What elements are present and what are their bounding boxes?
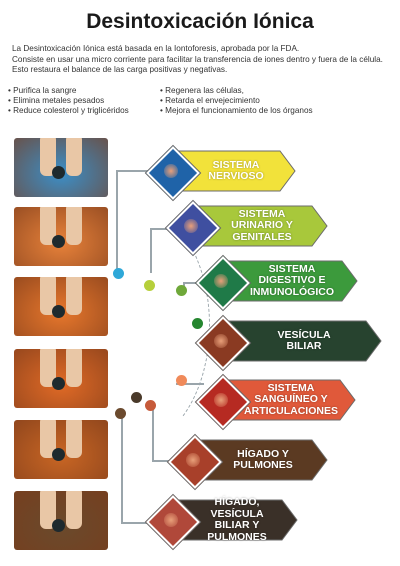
system-label-line: HÍGADO, [214, 496, 260, 508]
page-title: Desintoxicación Iónica [86, 10, 314, 33]
ionic-device-icon [52, 448, 65, 461]
foot [66, 207, 82, 245]
ionic-device-icon [52, 305, 65, 318]
foot-bath-photo [14, 138, 108, 197]
foot [40, 349, 56, 387]
organ-image-icon [214, 334, 228, 348]
foot [40, 277, 56, 315]
organ-image-icon [184, 219, 198, 233]
benefits-right-list: • Regenera las células, • Retarda el env… [160, 86, 313, 117]
system-label-line: INMUNOLÓGICO [250, 285, 334, 298]
system-label-line: PULMONES [233, 459, 293, 471]
color-dot [144, 280, 155, 291]
benefit-item: • Reduce colesterol y triglicéridos [8, 106, 129, 116]
benefits-left-list: • Purifica la sangre • Elimina metales p… [8, 86, 129, 117]
color-dot [192, 318, 203, 329]
benefit-item: • Retarda el envejecimiento [160, 96, 260, 106]
color-dot [115, 408, 126, 419]
foot [66, 491, 82, 529]
system-label-line: PULMONES [207, 530, 267, 543]
connector-line [152, 460, 174, 462]
intro-line: Esto restaura el balance de las carga po… [12, 65, 228, 74]
intro-text: La Desintoxicación Iónica está basada en… [12, 44, 392, 76]
organ-image-icon [214, 393, 228, 407]
system-label-line: VESÍCULA [277, 328, 331, 341]
system-label-line: SISTEMA [268, 262, 316, 275]
system-label-line: VESÍCULA BILIAR Y [210, 507, 264, 531]
foot [66, 349, 82, 387]
organ-image-icon [164, 513, 178, 527]
foot-bath-photo [14, 420, 108, 479]
benefit-item: • Purifica la sangre [8, 86, 77, 95]
system-label-line: HÍGADO Y [237, 447, 289, 460]
system-label-line: URINARIO Y [231, 219, 293, 232]
benefit-item: • Elimina metales pesados [8, 96, 105, 106]
connector-line [116, 170, 150, 172]
ionic-device-icon [52, 519, 65, 532]
color-dot [176, 285, 187, 296]
system-label-line: SISTEMA [212, 158, 260, 171]
system-label-line: ARTICULACIONES [244, 404, 338, 417]
connector-line [121, 522, 149, 524]
connector-line [121, 412, 123, 522]
dashed-arc [58, 205, 210, 445]
foot [40, 491, 56, 529]
intro-line: La Desintoxicación Iónica está basada en… [12, 44, 300, 53]
system-label-line: NERVIOSO [208, 170, 264, 182]
foot-bath-photo [14, 349, 108, 408]
organ-image-icon [214, 274, 228, 288]
foot [66, 277, 82, 315]
system-label-line: GENITALES [232, 230, 292, 243]
color-dot [145, 400, 156, 411]
intro-line: Consiste en usar una micro corriente par… [12, 54, 383, 64]
ionic-device-icon [52, 166, 65, 179]
color-dot [131, 392, 142, 403]
foot-bath-photo [14, 207, 108, 266]
system-label-line: SISTEMA [267, 381, 315, 394]
foot [66, 420, 82, 458]
color-dot [113, 268, 124, 279]
foot [40, 138, 56, 176]
color-dot [176, 375, 187, 386]
foot-bath-photo [14, 277, 108, 336]
system-label-line: DIGESTIVO E [258, 274, 326, 287]
ionic-device-icon [52, 377, 65, 390]
benefit-item: • Mejora el funcionamiento de los órgano… [160, 106, 313, 116]
system-label-line: SISTEMA [238, 207, 286, 220]
organ-image-icon [186, 453, 200, 467]
benefit-item: • Regenera las células, [160, 86, 244, 95]
foot [40, 420, 56, 458]
foot-bath-photo [14, 491, 108, 550]
organ-image-icon [164, 164, 178, 178]
foot [66, 138, 82, 176]
foot [40, 207, 56, 245]
system-label-line: BILIAR [286, 340, 322, 352]
ionic-device-icon [52, 235, 65, 248]
system-label-line: SANGUÍNEO Y [254, 393, 328, 406]
